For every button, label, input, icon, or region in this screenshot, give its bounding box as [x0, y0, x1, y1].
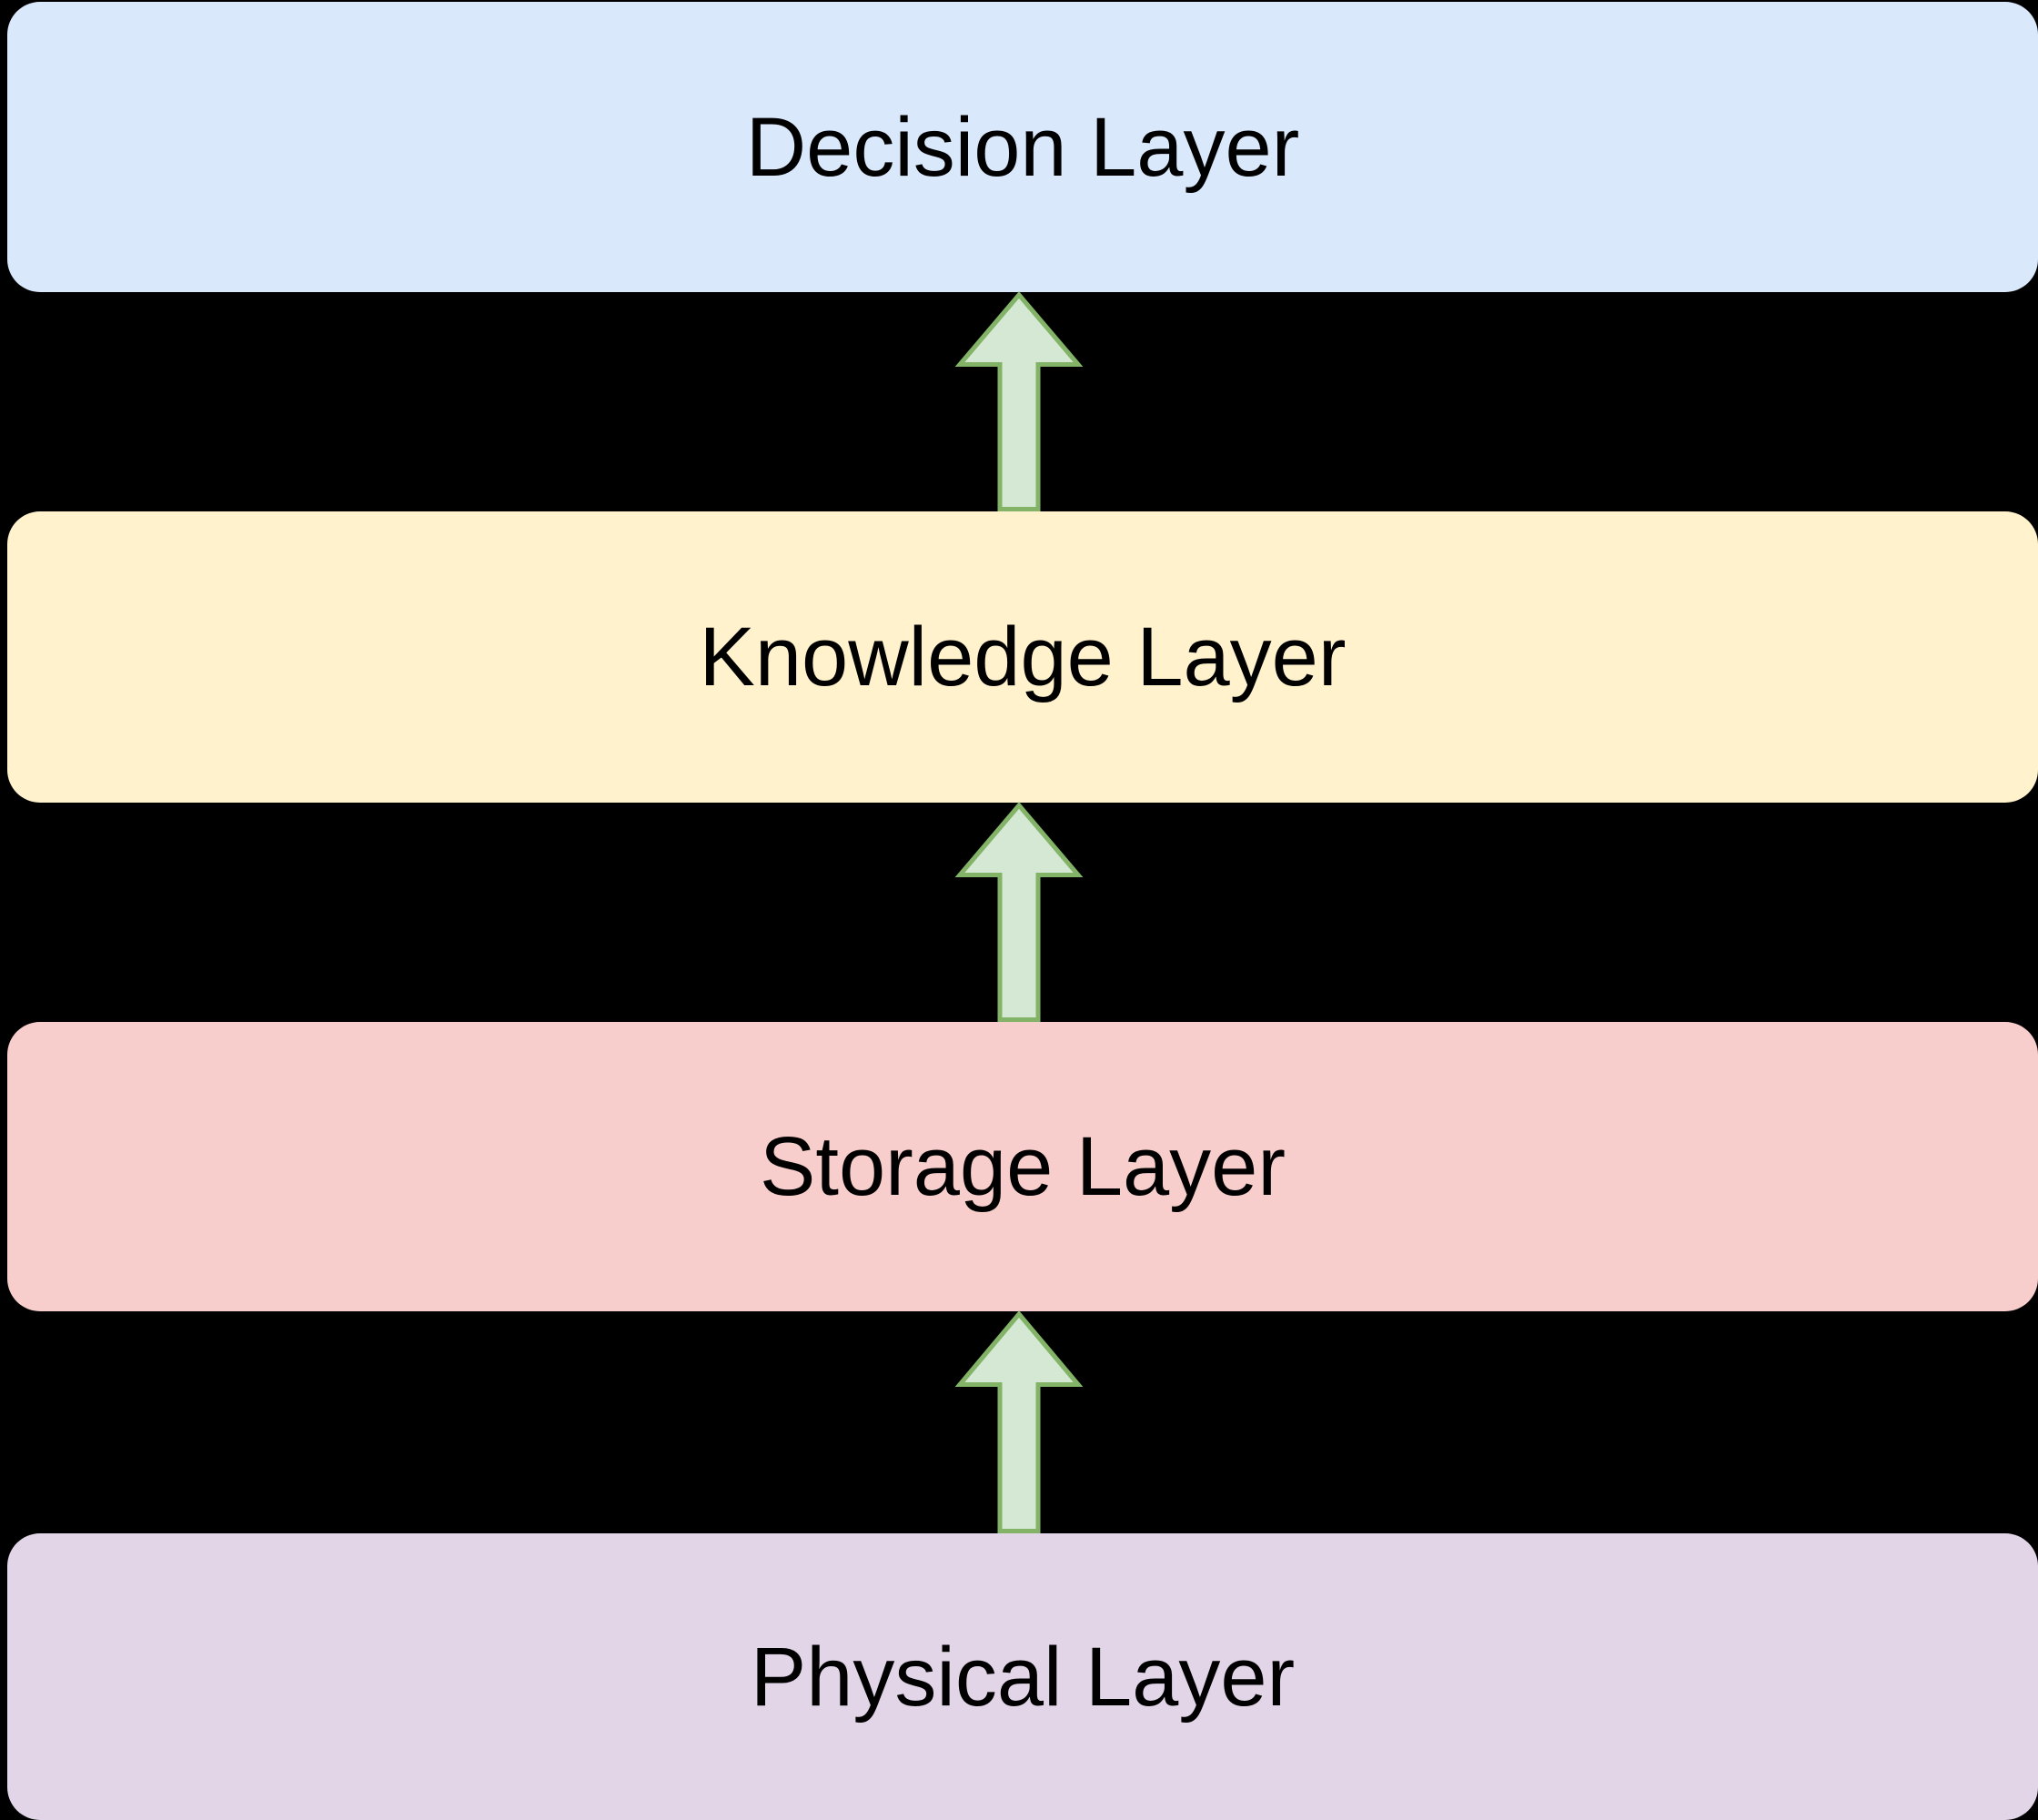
layer-box-storage: Storage Layer: [7, 1022, 2038, 1311]
layer-label-storage: Storage Layer: [760, 1120, 1286, 1213]
layer-label-physical: Physical Layer: [750, 1630, 1296, 1724]
up-arrow-icon: [954, 291, 1084, 511]
layer-box-knowledge: Knowledge Layer: [7, 511, 2038, 803]
layer-label-decision: Decision Layer: [745, 100, 1300, 194]
up-arrow-icon: [954, 1310, 1084, 1533]
up-arrow-icon: [954, 802, 1084, 1022]
layer-box-physical: Physical Layer: [7, 1533, 2038, 1820]
layer-box-decision: Decision Layer: [7, 2, 2038, 292]
layer-label-knowledge: Knowledge Layer: [699, 611, 1347, 703]
